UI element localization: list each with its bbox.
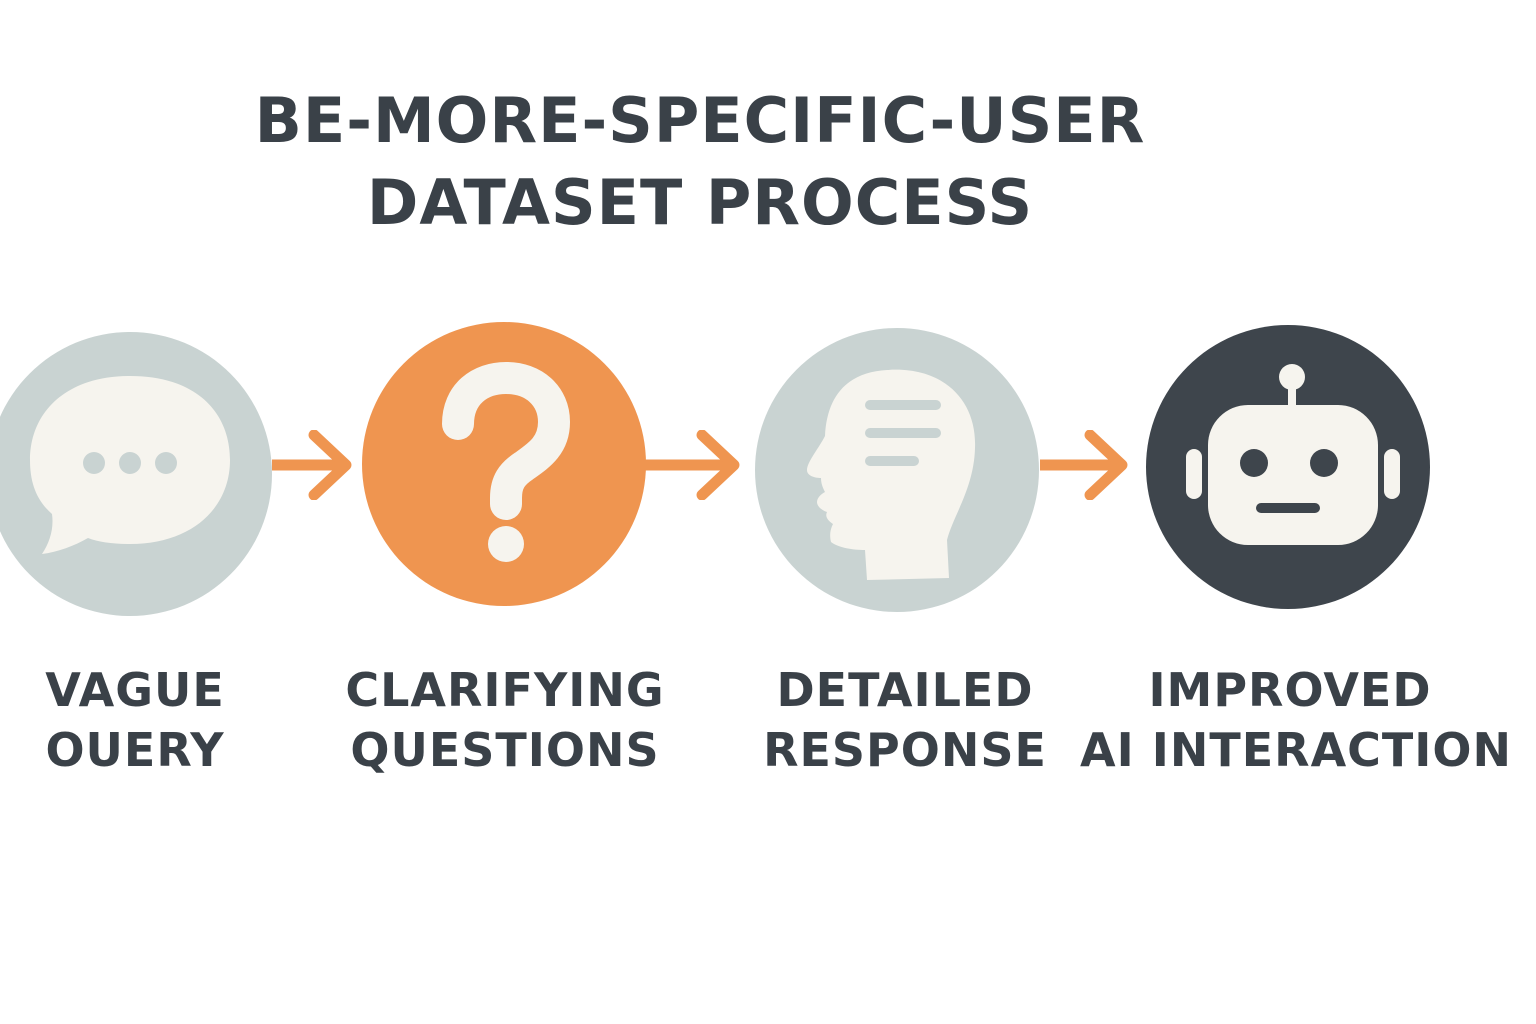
step-label-improved-ai-interaction: IMPROVED AI INTERACTION bbox=[1080, 660, 1513, 780]
speech-bubble-icon bbox=[30, 376, 230, 554]
step-label-clarifying-questions: CLARIFYING QUESTIONS bbox=[295, 660, 715, 780]
step-label-line-1: CLARIFYING bbox=[345, 663, 665, 717]
title-line-1: BE-MORE-SPECIFIC-USER bbox=[254, 84, 1146, 157]
head-profile-icon bbox=[807, 369, 976, 580]
step-detailed-response-circle bbox=[755, 328, 1039, 612]
step-label-vague-query: VAGUE OUERY bbox=[0, 660, 345, 780]
step-label-line-2: RESPONSE bbox=[763, 723, 1047, 777]
step-label-detailed-response: DETAILED RESPONSE bbox=[695, 660, 1115, 780]
robot-icon bbox=[1186, 364, 1400, 545]
step-label-line-2: QUESTIONS bbox=[350, 723, 660, 777]
step-label-line-2: OUERY bbox=[45, 723, 225, 777]
arrow-right-icon bbox=[644, 430, 740, 500]
arrow-right-icon bbox=[1040, 430, 1128, 500]
step-label-line-1: VAGUE bbox=[45, 663, 225, 717]
step-label-line-1: IMPROVED bbox=[1148, 663, 1432, 717]
question-mark-icon bbox=[442, 362, 570, 562]
step-vague-query-circle bbox=[0, 332, 272, 616]
step-clarifying-questions-circle bbox=[362, 322, 646, 606]
step-label-line-2: AI INTERACTION bbox=[1080, 723, 1513, 777]
arrow-right-icon bbox=[272, 430, 352, 500]
page-title: BE-MORE-SPECIFIC-USER DATASET PROCESS bbox=[0, 80, 1400, 244]
step-improved-ai-interaction-circle bbox=[1146, 325, 1430, 609]
step-label-line-1: DETAILED bbox=[776, 663, 1034, 717]
title-line-2: DATASET PROCESS bbox=[366, 166, 1034, 239]
